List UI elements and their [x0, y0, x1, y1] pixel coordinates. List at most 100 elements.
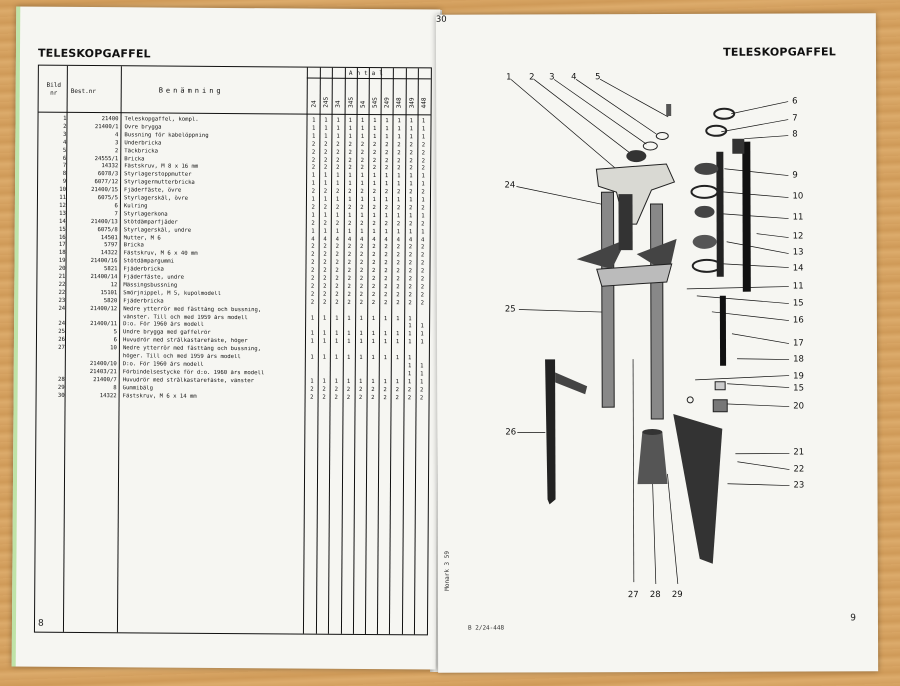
cell-qty: 1: [384, 181, 389, 188]
cell-qty: 2: [408, 276, 412, 283]
cell-qty: 2: [409, 157, 413, 164]
cell-qty: 2: [396, 205, 401, 212]
cell-qty: 2: [310, 291, 315, 298]
cell-qty: 2: [420, 252, 425, 259]
cell-qty: 1: [360, 228, 364, 235]
left-page: TELESKOPGAFFEL Bild nr Best.nr Benämning…: [11, 6, 441, 670]
diagram-callout: 15: [793, 383, 805, 394]
cell-bild-nr: 2: [63, 123, 67, 130]
cell-qty: 2: [311, 267, 315, 274]
cell-qty: 1: [421, 181, 425, 188]
cell-qty: 1: [397, 126, 401, 133]
cell-qty: 2: [408, 260, 413, 267]
diagram-callout: 25: [504, 304, 516, 315]
cell-qty: 2: [420, 244, 425, 251]
cell-qty: 2: [409, 165, 413, 172]
cell-qty: 1: [395, 355, 400, 362]
cell-qty: 1: [373, 118, 377, 125]
cell-best-nr: 14501: [100, 234, 118, 241]
cell-qty: 2: [385, 149, 389, 156]
cell-qty: 2: [358, 386, 363, 393]
cell-bild-nr: 15: [58, 226, 66, 233]
cell-qty: 2: [409, 149, 413, 156]
cell-qty: 1: [347, 331, 351, 338]
cell-qty: 2: [323, 188, 328, 195]
cell-qty: 1: [324, 133, 328, 140]
cell-qty: 1: [408, 213, 413, 220]
cell-qty: 1: [407, 378, 412, 385]
cell-bild-nr: 28: [57, 376, 65, 383]
cell-qty: 1: [407, 355, 412, 362]
cell-qty: 1: [373, 125, 377, 132]
cell-qty: 2: [358, 394, 363, 401]
cell-qty: 1: [360, 212, 364, 219]
cell-qty: 2: [408, 284, 412, 291]
cell-qty: 4: [347, 236, 352, 243]
cell-qty: 4: [360, 236, 364, 243]
cell-qty: 2: [323, 267, 327, 274]
cell-qty: 2: [421, 205, 425, 212]
cell-qty: 2: [384, 244, 388, 251]
cell-qty: 1: [408, 331, 412, 338]
cell-qty: 4: [408, 236, 413, 243]
cell-qty: 2: [384, 157, 389, 164]
cell-qty: 2: [335, 204, 340, 211]
cell-qty: 1: [346, 378, 351, 385]
cell-qty: 2: [384, 260, 388, 267]
cell-qty: 2: [408, 252, 413, 259]
cell-qty: 2: [324, 141, 328, 148]
cell-qty: 1: [421, 197, 425, 204]
cell-qty: 2: [324, 149, 328, 156]
cell-qty: 2: [311, 149, 316, 156]
diagram-callout: 19: [793, 371, 804, 382]
header-model-348: 348: [395, 97, 404, 109]
cell-qty: 2: [348, 141, 352, 148]
right-page: TELESKOPGAFFEL 9 B 2/24-448 Monark 3 59: [435, 13, 879, 673]
header-model-349: 349: [408, 97, 416, 109]
cell-qty: 1: [310, 330, 314, 337]
cell-qty: 2: [347, 299, 351, 306]
cell-qty: 4: [323, 236, 327, 243]
cell-qty: 2: [409, 205, 413, 212]
cell-qty: 2: [347, 267, 352, 274]
cell-best-nr: 21400: [101, 116, 119, 123]
cell-qty: 1: [396, 228, 401, 235]
cell-qty: 1: [420, 379, 424, 386]
cell-qty: 1: [372, 228, 376, 235]
cell-qty: 1: [360, 173, 364, 180]
cell-qty: 1: [322, 354, 327, 361]
cell-qty: 1: [372, 197, 376, 204]
cell-qty: 1: [397, 118, 401, 125]
cell-qty: 2: [346, 394, 351, 401]
cell-qty: 2: [311, 157, 316, 164]
cell-qty: 2: [384, 283, 388, 291]
cell-qty: 1: [409, 173, 413, 180]
cell-qty: 2: [385, 141, 389, 148]
cell-qty: 2: [359, 268, 364, 275]
cell-qty: 2: [421, 165, 425, 172]
cell-qty: 1: [409, 126, 414, 133]
cell-qty: 2: [335, 275, 339, 282]
cell-bild-nr: 21: [58, 273, 66, 280]
cell-qty: 1: [383, 355, 388, 362]
cell-qty: 1: [336, 125, 340, 132]
cell-qty: 1: [347, 228, 352, 235]
cell-best-nr: 6: [114, 203, 118, 210]
cell-qty: 2: [384, 268, 388, 275]
cell-best-nr: 5821: [103, 266, 118, 273]
cell-qty: 1: [348, 196, 352, 203]
cell-qty: 1: [421, 228, 425, 235]
diagram-callout: 3: [549, 72, 555, 83]
cell-qty: 2: [372, 260, 376, 267]
cell-best-nr: 6075/8: [97, 226, 118, 233]
diagram-callout: 13: [792, 247, 804, 258]
cell-qty: 2: [384, 291, 388, 298]
cell-qty: 1: [347, 339, 351, 346]
diagram-callout: 5: [595, 72, 601, 83]
diagram-callout: 16: [792, 315, 804, 326]
cell-qty: 2: [311, 259, 315, 266]
cell-qty: 1: [348, 125, 353, 132]
cell-qty: 1: [312, 117, 316, 124]
cell-qty: 2: [336, 157, 340, 164]
cell-qty: 2: [360, 204, 364, 211]
